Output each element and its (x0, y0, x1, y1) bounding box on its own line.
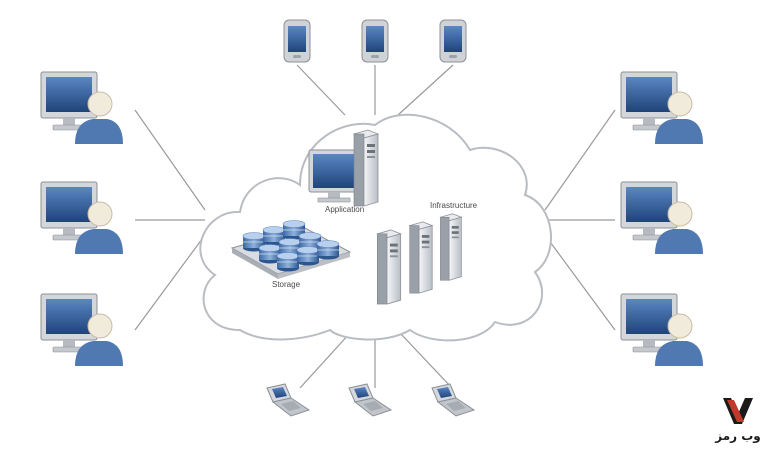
top-phone-clients (283, 19, 467, 63)
flip-phone-icon (348, 383, 392, 417)
database-icon (316, 240, 340, 260)
smartphone-icon (283, 19, 311, 63)
flip-phone-icon (431, 383, 475, 417)
smartphone-icon (361, 19, 389, 63)
application-server-group: Application (308, 129, 379, 214)
connection-line (134, 109, 206, 211)
database-icon (276, 252, 300, 272)
watermark-logo: وب رمز (714, 398, 761, 444)
desktop-user-icon (40, 181, 124, 255)
smartphone-icon (439, 19, 467, 63)
desktop-user-icon (40, 293, 124, 367)
storage-label: Storage (272, 280, 301, 289)
application-label: Application (325, 205, 364, 214)
connection-line (544, 234, 616, 331)
desktop-user-icon (620, 71, 704, 145)
right-desktop-clients (620, 71, 704, 367)
connection-line (299, 332, 351, 389)
connection-lines (134, 64, 616, 389)
desktop-user-icon (620, 293, 704, 367)
connection-line (544, 109, 616, 211)
flip-phone-icon (266, 383, 310, 417)
cloud-shape (199, 113, 552, 342)
connection-line (296, 64, 346, 116)
database-icon (296, 246, 320, 266)
watermark-text: وب رمز (714, 429, 761, 444)
bottom-phone-clients (266, 383, 475, 417)
server-tower-icon (409, 221, 433, 294)
connection-line (399, 332, 453, 389)
desktop-user-icon (40, 71, 124, 145)
storage-group: Storage (230, 220, 352, 289)
connection-line (134, 234, 206, 331)
server-tower-icon (376, 229, 402, 305)
infrastructure-label: Infrastructure (430, 201, 478, 210)
connection-line (397, 64, 454, 116)
server-tower-icon (353, 129, 379, 207)
left-desktop-clients (40, 71, 124, 367)
desktop-user-icon (620, 181, 704, 255)
cloud (199, 113, 552, 342)
server-tower-icon (439, 213, 463, 281)
